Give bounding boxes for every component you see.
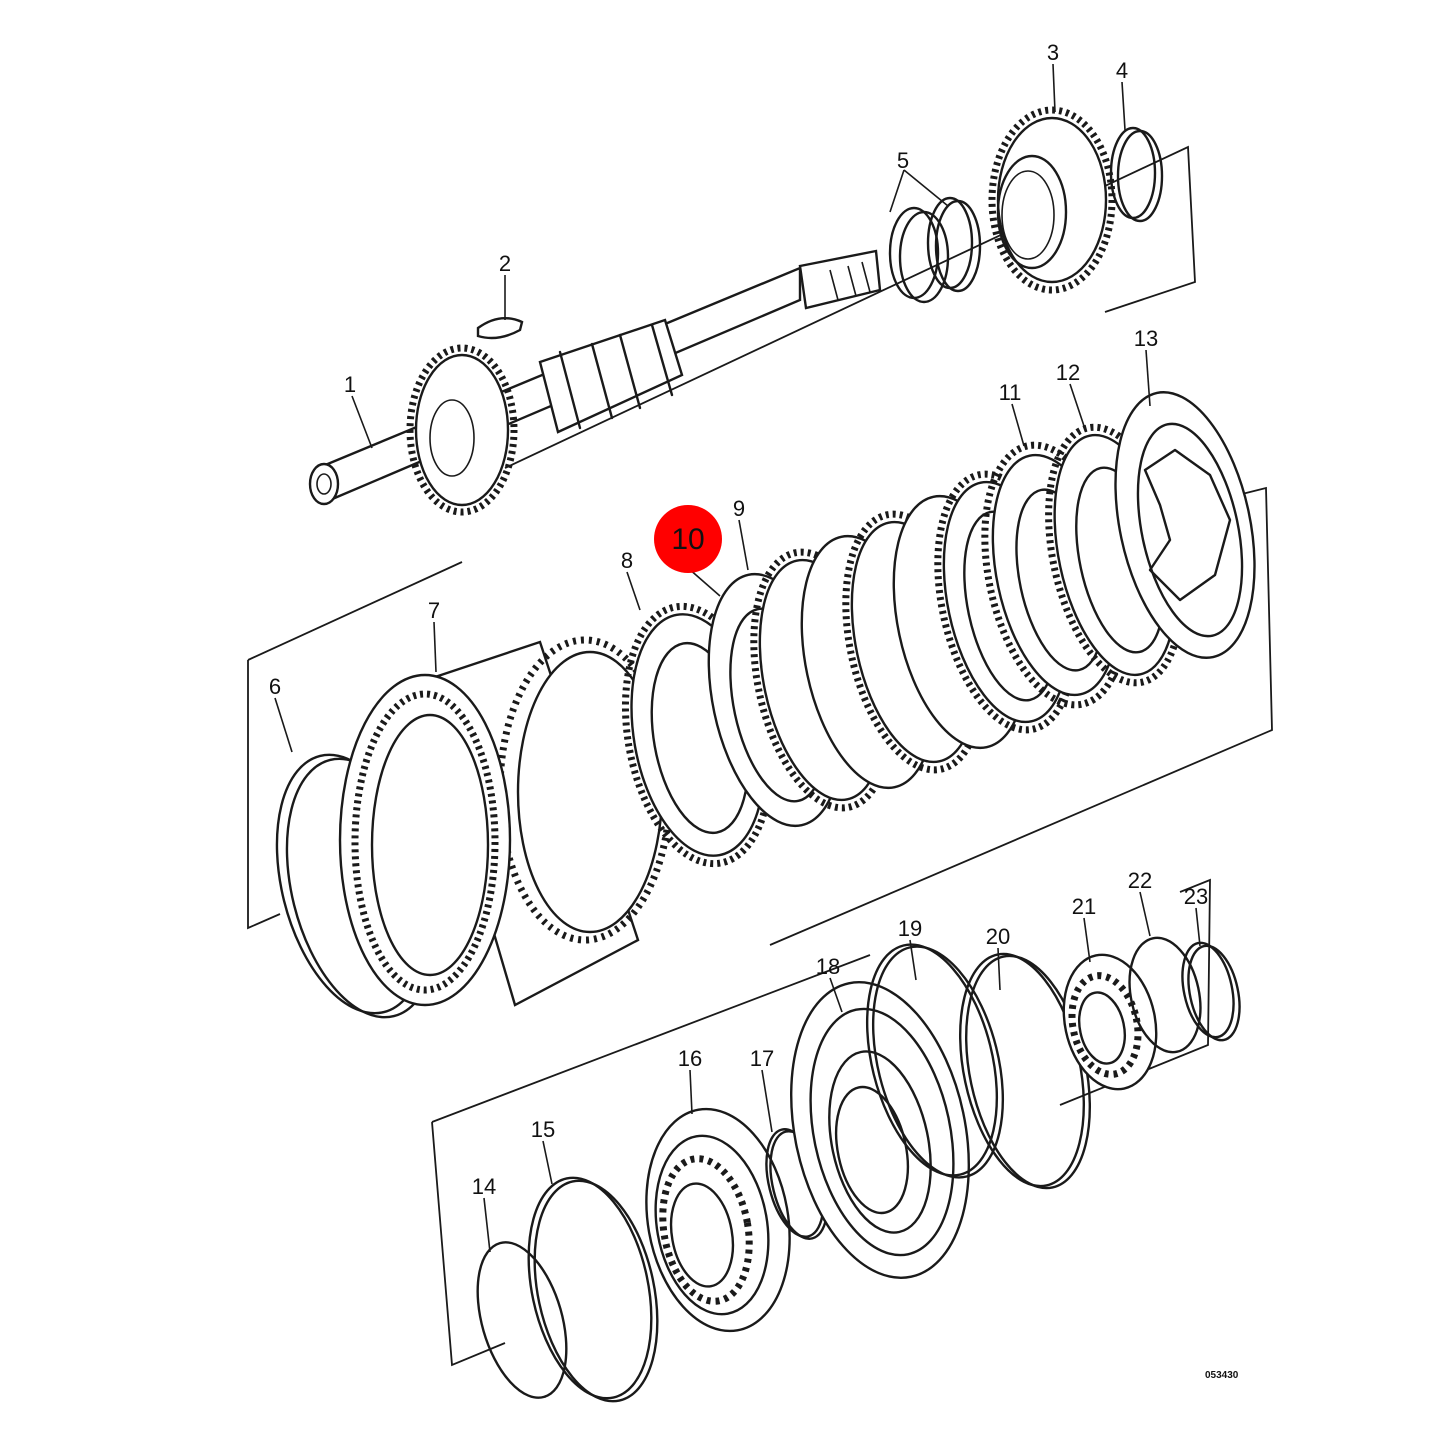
part-22-snap-ring — [1128, 936, 1202, 1054]
drawing-code: 053430 — [1205, 1370, 1239, 1381]
callout-12: 12 — [1056, 360, 1080, 385]
callout-22: 22 — [1128, 868, 1152, 893]
callout-17: 17 — [750, 1046, 774, 1071]
part-1-shaft — [308, 249, 882, 516]
callout-16: 16 — [678, 1046, 702, 1071]
callout-19: 19 — [898, 916, 922, 941]
callout-8: 8 — [621, 548, 633, 573]
callout-18: 18 — [816, 954, 840, 979]
part-14-snap-ring — [476, 1241, 568, 1399]
callout-6: 6 — [269, 674, 281, 699]
callout-2: 2 — [499, 251, 511, 276]
part-19-seal-ring — [865, 943, 1005, 1179]
callout-21: 21 — [1072, 894, 1096, 919]
callout-7: 7 — [428, 598, 440, 623]
group-frame-top — [504, 145, 1196, 469]
callout-9: 9 — [733, 496, 745, 521]
callout-14: 14 — [472, 1174, 496, 1199]
part-13-spring-plate — [1114, 391, 1256, 659]
highlight-marker — [654, 505, 722, 573]
part-18-piston — [790, 981, 970, 1279]
callout-10: 10 — [671, 523, 704, 556]
callout-4: 4 — [1116, 58, 1128, 83]
callout-13: 13 — [1134, 326, 1158, 351]
callout-numbers: 1 2 3 4 5 6 7 8 9 11 12 13 14 15 16 17 1… — [269, 40, 1208, 1199]
callout-15: 15 — [531, 1117, 555, 1142]
part-3-gear — [988, 106, 1116, 294]
callout-23: 23 — [1184, 884, 1208, 909]
part-7-drum — [338, 636, 674, 1007]
highlighted-callout-10: 10 — [654, 505, 722, 573]
part-4-snap-ring — [1109, 126, 1164, 223]
callout-3: 3 — [1047, 40, 1059, 65]
part-2-key — [476, 316, 524, 340]
part-5-rings — [888, 196, 982, 304]
callout-5: 5 — [897, 148, 909, 173]
callout-20: 20 — [986, 924, 1010, 949]
part-21-bearing — [1062, 953, 1158, 1091]
callout-1: 1 — [344, 372, 356, 397]
part-23-snap-ring — [1181, 941, 1241, 1042]
leader-lines — [274, 63, 1201, 1253]
part-15-ring — [527, 1176, 659, 1403]
callout-11: 11 — [999, 380, 1022, 405]
part-16-bearing — [645, 1107, 791, 1333]
